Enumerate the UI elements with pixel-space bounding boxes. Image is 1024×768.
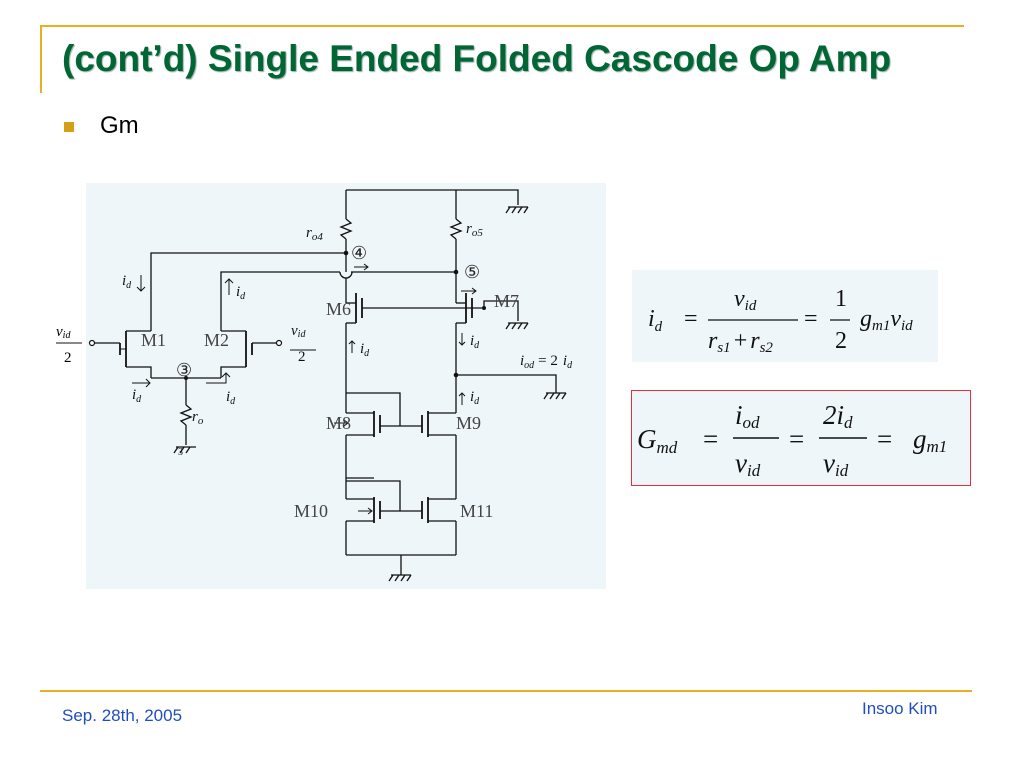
label-m6: M6 [326,299,351,319]
svg-text:id: id [648,306,663,335]
input-terminal-right [275,339,283,347]
label-m11: M11 [460,501,493,521]
label-m2: M2 [204,330,229,350]
equation-gmd: Gmd = iod vid = 2id vid = gm1 [631,390,971,486]
label-id-m1: id [122,273,132,291]
svg-text:Gmd: Gmd [637,424,678,457]
frame-left-line [40,25,42,93]
svg-text:=: = [789,424,804,454]
vin-right-den: 2 [298,349,306,365]
vin-left-fraction: vid 2 [56,324,82,366]
label-m8: M8 [326,413,351,433]
svg-text:gm1vid: gm1vid [860,306,913,334]
vdd-rail [346,189,519,205]
bullet-square-icon [64,122,74,132]
label-ro5: ro5 [466,221,483,239]
label-id-m6: id [360,341,370,359]
label-m7: M7 [494,291,519,311]
label-id-m9: id [470,389,480,407]
svg-text:2: 2 [835,328,847,354]
svg-text:=: = [703,424,718,454]
svg-text:rs1+rs2: rs1+rs2 [708,328,773,356]
footer-author: Insoo Kim [862,699,938,718]
svg-text:iod: iod [735,400,760,432]
label-id-m2: id [236,284,246,302]
footer-date: Sep. 28th, 2005 [62,706,183,725]
svg-text:2: 2 [64,350,72,366]
svg-text:gm1: gm1 [913,424,947,456]
wire-node4-m1 [150,252,346,331]
svg-text:1: 1 [835,286,847,312]
svg-text:2id: 2id [823,400,853,432]
ro4-resistor [339,218,353,240]
node-4: ④ [351,243,367,263]
svg-text:vid: vid [735,448,761,480]
svg-text:vid: vid [56,324,71,341]
node-5: ⑤ [464,262,480,282]
svg-text:=: = [804,306,818,332]
footer-line [40,690,972,692]
ro5-resistor [449,218,463,240]
label-ro4: ro4 [306,225,323,243]
svg-text:=: = [877,424,892,454]
equation-id: id = vid rs1+rs2 = 1 2 gm1vid [632,270,938,362]
label-id-m1-bottom: id [132,387,142,405]
label-m9: M9 [456,413,481,433]
node-3: ③ [176,360,192,380]
ground-icons [173,206,567,582]
circuit-schematic: M1 M2 M6 M7 M8 M9 M10 M11 ③ ④ ⑤ vid vid … [86,183,606,589]
bullet-text: Gm [100,112,139,139]
vin-right-bar [290,349,316,351]
label-ro: ro [192,409,204,427]
slide-title: (cont’d) Single Ended Folded Cascode Op … [62,38,892,79]
label-m10: M10 [294,501,328,521]
svg-text:=: = [684,306,698,332]
label-id-m7: id [470,333,480,351]
label-id-m2-bottom: id [226,389,236,407]
input-terminal-left [88,339,96,347]
ro-tail-resistor [179,404,193,426]
ground-index: 3 [178,447,183,458]
frame-top-line [40,25,964,27]
vin-right-num: vid [291,323,306,340]
wire-node5-m2 [220,271,340,331]
svg-text:vid: vid [823,448,849,480]
svg-text:vid: vid [734,286,757,314]
label-m1: M1 [141,330,166,350]
